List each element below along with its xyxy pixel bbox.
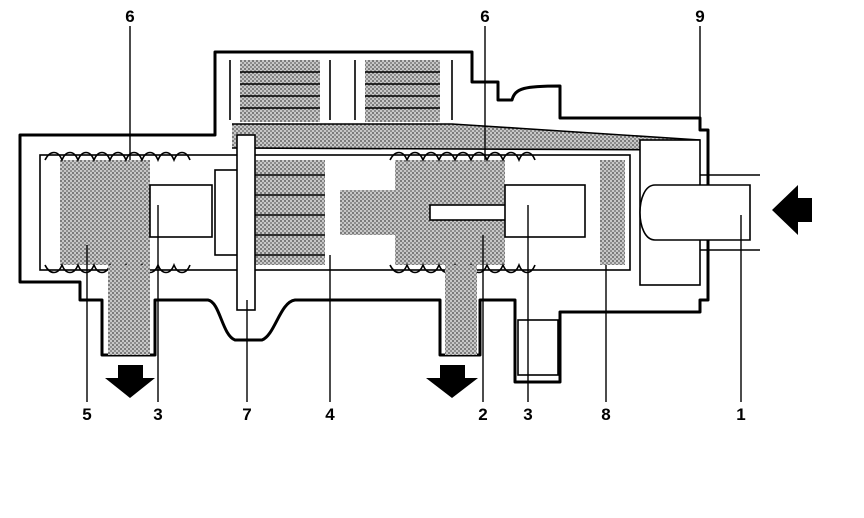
reservoir-port-left — [229, 60, 331, 122]
arrow-left-icon — [772, 185, 812, 235]
label-9: 9 — [695, 7, 704, 26]
arrow-down-icon — [105, 365, 155, 398]
label-3-right: 3 — [523, 405, 532, 424]
outlet-port-right — [445, 265, 477, 355]
stop-pin — [236, 134, 256, 311]
label-1: 1 — [736, 405, 745, 424]
label-3-left: 3 — [153, 405, 162, 424]
outlet-port-left — [108, 265, 150, 355]
reservoir-port-right — [354, 60, 453, 122]
reservoir-channel — [232, 124, 700, 150]
cylinder-housing — [18, 50, 710, 384]
arrow-down-icon — [426, 365, 478, 398]
label-6-right: 6 — [480, 7, 489, 26]
primary-piston — [255, 160, 325, 265]
label-2: 2 — [478, 405, 487, 424]
seal — [600, 160, 625, 265]
label-6-left: 6 — [125, 7, 134, 26]
push-rod — [639, 174, 760, 251]
label-7: 7 — [242, 405, 251, 424]
label-4: 4 — [325, 405, 335, 424]
label-5: 5 — [82, 405, 91, 424]
secondary-piston — [60, 160, 150, 265]
label-8: 8 — [601, 405, 610, 424]
leader-lines — [86, 26, 742, 402]
